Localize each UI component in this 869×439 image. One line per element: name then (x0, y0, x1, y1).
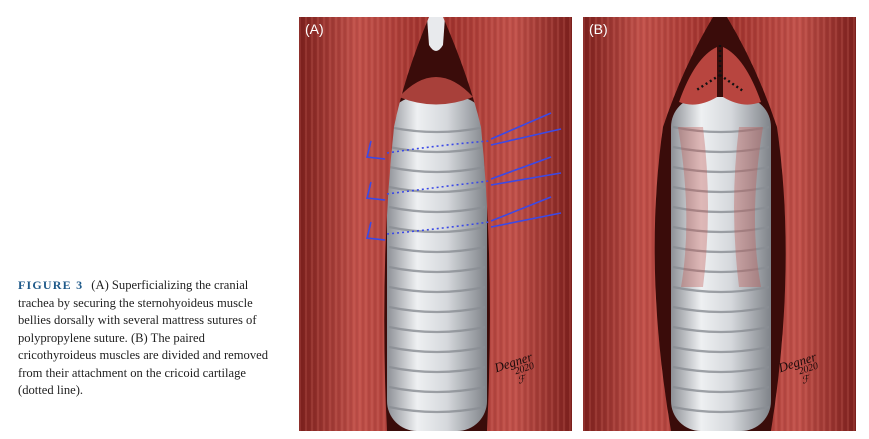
trachea (671, 97, 771, 431)
panel-a-label: (A) (305, 21, 324, 37)
cricothyroideus-left (679, 47, 717, 105)
figure-caption: FIGURE 3(A) Superficializing the cranial… (18, 277, 273, 400)
incision-dotted-line (694, 45, 744, 93)
panel-a-artwork (299, 17, 572, 431)
illustration-panel-a: (A) Degner 2020 ℱ (299, 17, 572, 431)
mattress-sutures (366, 112, 562, 241)
thyroid-cartilage (427, 17, 445, 51)
figure-label: FIGURE 3 (18, 278, 84, 292)
tracheal-rings (672, 125, 770, 414)
figure-caption-text: (A) Superficializing the cranial trachea… (18, 278, 269, 397)
illustration-panel-b: (B) Degner 2020 ℱ (583, 17, 856, 431)
panel-b-label: (B) (589, 21, 608, 37)
trachea (387, 97, 487, 431)
cricothyroideus-muscle (399, 77, 473, 105)
panel-b-artwork (583, 17, 856, 431)
cricothyroideus-right (723, 47, 761, 105)
tracheal-rings (388, 125, 486, 414)
